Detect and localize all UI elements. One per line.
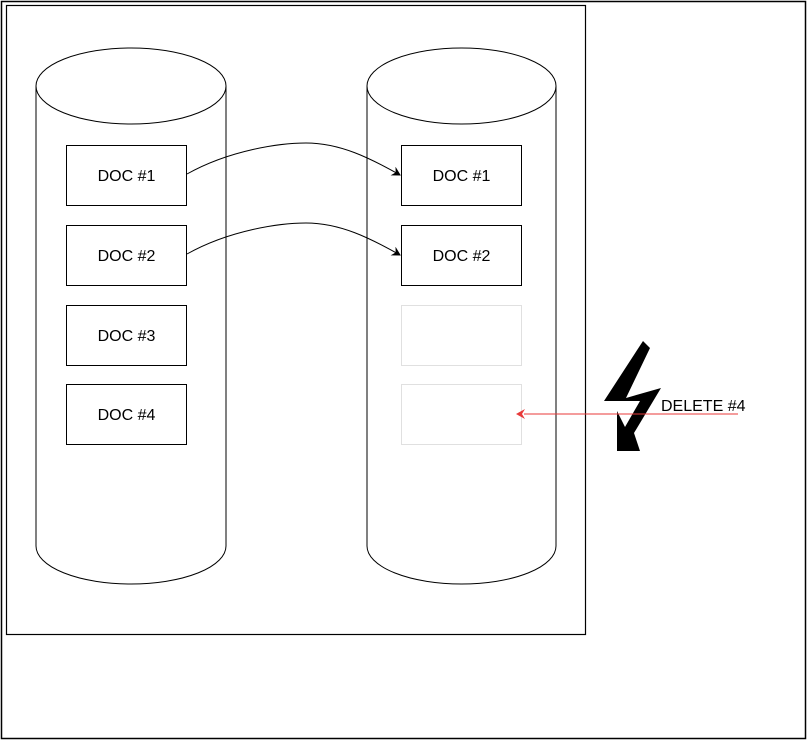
source-doc-3-label: DOC #3 <box>98 328 156 345</box>
source-doc-4-label: DOC #4 <box>98 407 156 424</box>
lightning-bolt-icon <box>604 341 661 451</box>
target-doc-2-label: DOC #2 <box>433 248 491 265</box>
source-doc-2[interactable]: DOC #2 <box>66 225 187 286</box>
source-doc-1[interactable]: DOC #1 <box>66 145 187 206</box>
source-doc-1-label: DOC #1 <box>98 168 156 185</box>
replication-arrow-doc-2 <box>186 222 401 256</box>
target-doc-2[interactable]: DOC #2 <box>401 225 522 286</box>
target-empty-slot-3 <box>401 305 522 366</box>
target-doc-1-label: DOC #1 <box>433 168 491 185</box>
source-doc-3[interactable]: DOC #3 <box>66 305 187 366</box>
delete-label: DELETE #4 <box>661 398 746 415</box>
source-doc-2-label: DOC #2 <box>98 248 156 265</box>
target-empty-slot-4 <box>401 384 522 445</box>
source-doc-4[interactable]: DOC #4 <box>66 384 187 445</box>
target-doc-1[interactable]: DOC #1 <box>401 145 522 206</box>
replication-arrow-doc-1 <box>186 142 401 176</box>
